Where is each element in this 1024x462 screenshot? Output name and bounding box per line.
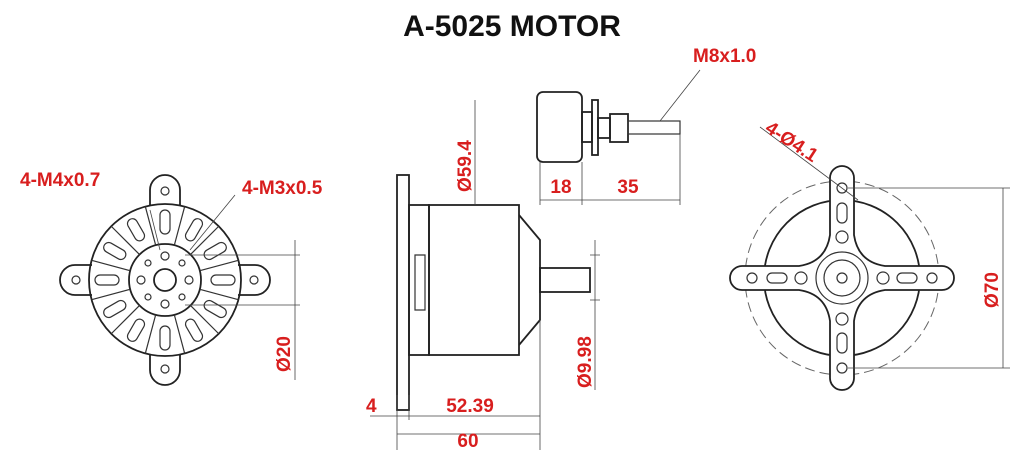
bolt-length-label: 35 bbox=[617, 177, 639, 198]
prop-adapter: M8x1.0 18 35 bbox=[536, 46, 756, 205]
body-length-label: 52.39 bbox=[446, 396, 494, 417]
rotor-slot bbox=[210, 274, 236, 286]
thread-outer-label: 4-M4x0.7 bbox=[20, 170, 100, 191]
rotor-slot bbox=[103, 299, 127, 319]
total-length-label: 60 bbox=[457, 431, 478, 452]
flange-thickness-label: 4 bbox=[366, 396, 377, 417]
hole-spacing-label: Ø70 bbox=[982, 272, 1003, 308]
rotor-slot bbox=[159, 325, 171, 351]
adapter-length-label: 18 bbox=[550, 177, 571, 198]
adapter-thread-label: M8x1.0 bbox=[693, 46, 756, 67]
mount-view: 4-Ø4.1 Ø70 bbox=[729, 118, 1010, 391]
rotor-spoke bbox=[190, 225, 220, 255]
rotor-spoke bbox=[144, 314, 157, 354]
side-view: Ø59.4 Ø9.98 4 52.39 60 bbox=[366, 100, 600, 452]
drawing-title: A-5025 MOTOR bbox=[403, 10, 621, 43]
rotor-spoke bbox=[173, 206, 186, 246]
rotor-spoke bbox=[110, 225, 140, 255]
rotor-spoke bbox=[173, 314, 186, 354]
rotor-slot bbox=[126, 218, 146, 242]
rotor-slot bbox=[203, 241, 227, 261]
mount-holes-label: 4-Ø4.1 bbox=[761, 118, 822, 167]
rotor-slot bbox=[126, 318, 146, 342]
rotor-slot bbox=[184, 218, 204, 242]
rotor-spoke bbox=[190, 305, 220, 335]
bolt-circle-label: Ø20 bbox=[274, 336, 295, 372]
rotor-spoke bbox=[199, 288, 239, 301]
front-view: 4-M4x0.7 4-M3x0.5 Ø20 bbox=[20, 170, 323, 386]
rotor-spoke bbox=[199, 259, 239, 272]
rotor-spoke bbox=[91, 259, 131, 272]
rotor-slot bbox=[184, 318, 204, 342]
rotor-spoke bbox=[110, 305, 140, 335]
rotor-slot bbox=[159, 209, 171, 235]
rotor-spoke bbox=[91, 288, 131, 301]
rotor-slot bbox=[94, 274, 120, 286]
diameter-label: Ø59.4 bbox=[455, 140, 476, 192]
rotor-slot bbox=[103, 241, 127, 261]
shaft-diameter-label: Ø9.98 bbox=[575, 336, 596, 388]
rotor-spoke bbox=[144, 206, 157, 246]
thread-inner-label: 4-M3x0.5 bbox=[242, 178, 323, 199]
rotor-slot bbox=[203, 299, 227, 319]
